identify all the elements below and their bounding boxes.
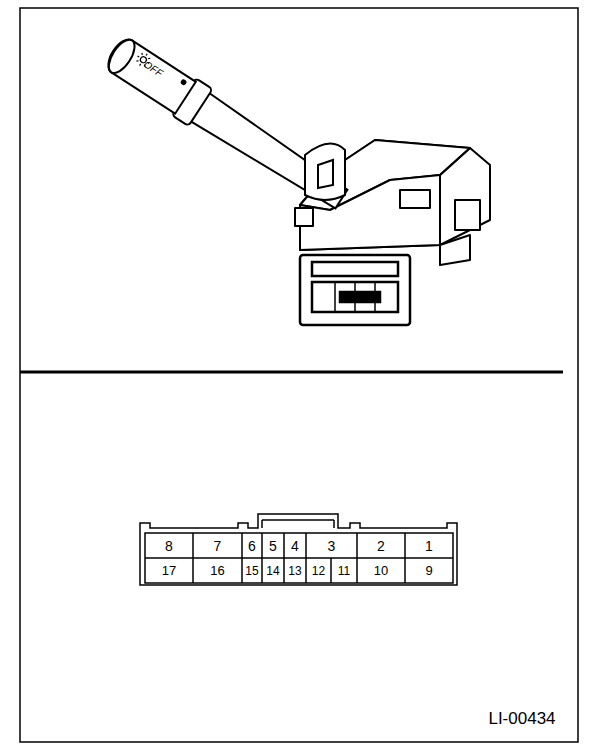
lever [101,32,353,217]
pin-number: 16 [193,558,242,583]
figure-code: LI-00434 [470,706,574,730]
pin-number: 13 [284,558,306,583]
pin-number: 15 [242,558,262,583]
pin-number: 3 [306,533,357,558]
pin-number: 5 [262,533,284,558]
connector [300,255,410,325]
pin-outline [140,514,457,585]
pin-number: 4 [284,533,306,558]
pin-number: 7 [193,533,242,558]
pin-number: 2 [357,533,405,558]
pin-number: 8 [145,533,193,558]
pin-number: 10 [357,558,405,583]
pin-number: 6 [242,533,262,558]
pin-number: 14 [262,558,284,583]
pin-number: 11 [331,558,357,583]
pin-number: 17 [145,558,193,583]
lever-mount [305,144,345,200]
frame [20,8,578,742]
pin-number: 9 [405,558,453,583]
divider [20,371,563,374]
pin-number: 12 [306,558,331,583]
pin-number: 1 [405,533,453,558]
